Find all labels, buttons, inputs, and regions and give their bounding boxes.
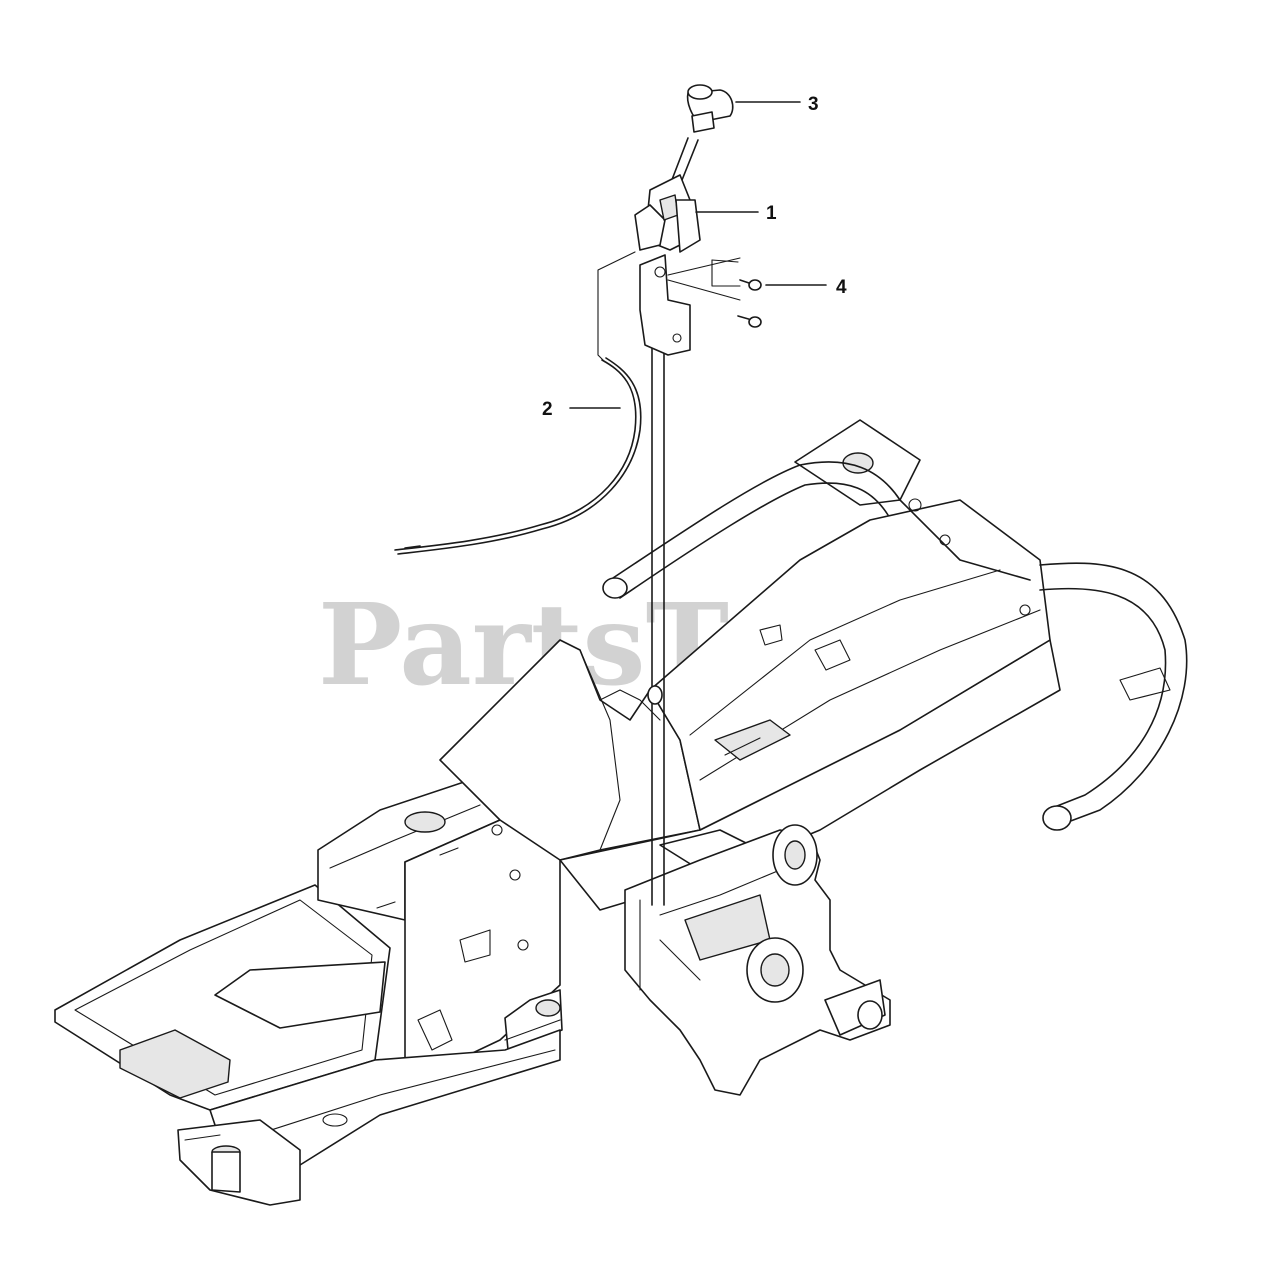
part-2-cable [394,251,642,555]
chassis-frame [54,419,1061,1206]
control-rod [647,334,665,906]
callout-4: 4 [836,277,847,298]
part-4-screws [711,259,827,328]
part-1-lever [634,137,759,253]
front-bumper-tube [602,461,1188,831]
mount-bracket [639,254,741,356]
front-axle-assembly [624,824,891,1096]
callout-1: 1 [766,203,777,224]
part-3-knob [686,84,801,133]
callout-3: 3 [808,94,819,115]
callout-2: 2 [542,399,553,420]
callouts: 3 1 4 2 [542,94,847,420]
